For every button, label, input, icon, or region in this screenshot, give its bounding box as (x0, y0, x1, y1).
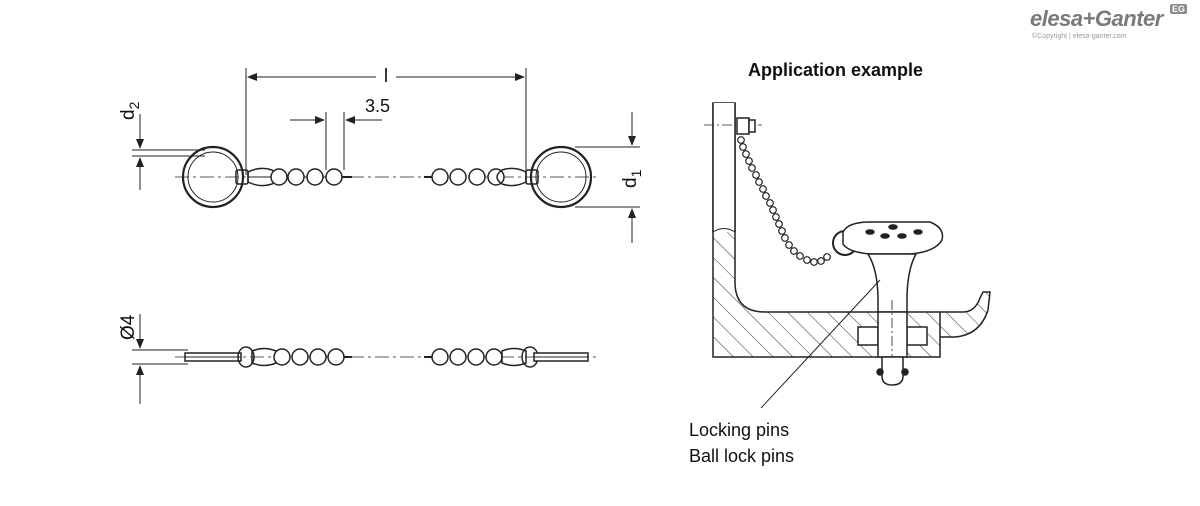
application-chain (737, 136, 858, 266)
application-title: Application example (748, 60, 924, 80)
dim-diameter-label: Ø4 (118, 314, 139, 340)
top-dimensions (132, 68, 640, 243)
brand-logo: elesa+Ganter EG ©Copyright | elesa-gante… (1030, 4, 1190, 46)
dim-length-label: l (384, 66, 388, 87)
caption-ball-lock-pins: Ball lock pins (689, 446, 795, 466)
ball-lock-pin (842, 221, 944, 386)
dim-pitch-label: 3.5 (365, 96, 390, 116)
logo-badge: EG (1170, 4, 1188, 14)
application-caption: Locking pins Ball lock pins (689, 417, 794, 469)
leader-line (760, 279, 881, 409)
chain-side-view (175, 346, 600, 368)
dim-d1-label: d1 (620, 169, 644, 188)
side-dimensions (132, 314, 188, 404)
chain-top-view (175, 145, 600, 209)
logo-copyright: ©Copyright | elesa-ganter.com (1032, 33, 1127, 40)
caption-locking-pins: Locking pins (689, 420, 790, 440)
dim-d2-label: d2 (118, 101, 142, 120)
logo-wordmark: elesa+Ganter (1030, 6, 1163, 31)
